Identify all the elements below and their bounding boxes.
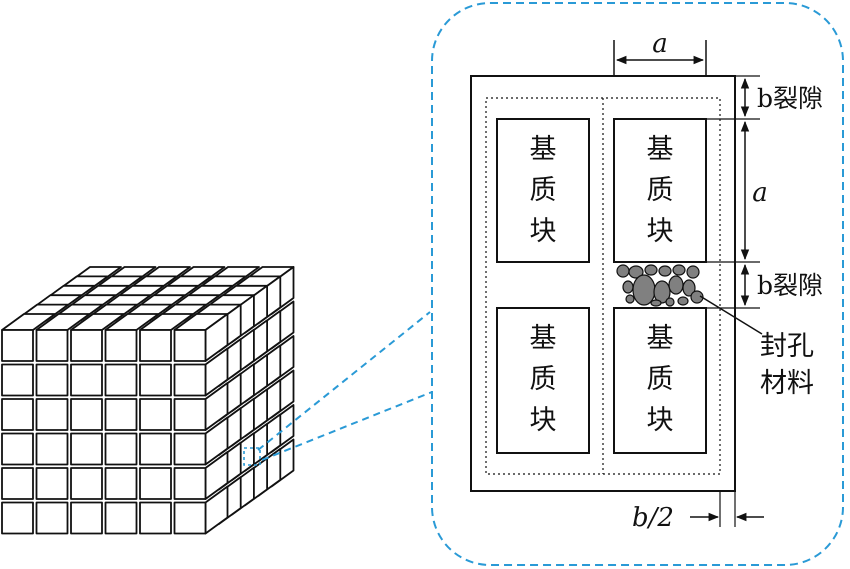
matrix-block-top-right: [613, 118, 707, 263]
cube-front-block: [173, 501, 207, 535]
cube-front-block: [139, 398, 172, 431]
cube-front-block: [173, 432, 207, 466]
dimension-b-half: b/2: [632, 491, 764, 533]
sealing-label-line-2: 材料: [760, 368, 814, 399]
cube-front-block: [1, 501, 34, 535]
cube-front-block: [35, 363, 69, 397]
block-label-line-3: 块: [530, 405, 557, 436]
dim-b-half-label: b/2: [632, 503, 674, 533]
block-label-line-2: 质: [647, 364, 674, 395]
block-label-line-3: 块: [530, 216, 557, 247]
block-label-line-3: 块: [647, 216, 674, 247]
cube-front-block: [35, 329, 69, 362]
cube-front-block: [35, 432, 69, 466]
cube-front-block: [139, 363, 172, 397]
dim-a-label-top: a: [652, 29, 668, 59]
dimension-a-horizontal: a: [613, 29, 707, 76]
dimension-right-vertical: b裂隙 a b裂隙: [706, 75, 823, 309]
block-label-line-2: 质: [530, 175, 557, 206]
detail-section: 基 质 块 基 质 块 基 质 块 基 质 块: [470, 29, 823, 533]
callout-lines: [243, 311, 433, 466]
cube-front-block: [139, 329, 172, 362]
dim-a-label-right: a: [752, 178, 768, 208]
sealing-material-callout: 封孔 材料: [699, 295, 814, 399]
matrix-block-top-left: [496, 118, 590, 263]
cube-front-block: [70, 329, 103, 362]
cube-front-block: [139, 432, 172, 466]
block-label-line-2: 质: [647, 175, 674, 206]
matrix-block-cube: [1, 266, 295, 535]
cube-front-block: [70, 501, 103, 535]
block-label-line-1: 基: [530, 134, 557, 165]
callout-source-box: [243, 447, 261, 466]
cube-front-block: [139, 501, 172, 535]
block-label-line-1: 基: [647, 323, 674, 354]
cube-front-block: [104, 467, 138, 500]
cube-front-block: [1, 329, 34, 362]
cube-front-block: [173, 363, 207, 397]
cube-front-block: [70, 398, 103, 431]
crack-label-middle: b裂隙: [757, 271, 823, 300]
cube-front-block: [1, 432, 34, 466]
block-label-line-3: 块: [647, 405, 674, 436]
cube-front-block: [104, 398, 138, 431]
sealing-material-particles: [616, 264, 704, 307]
cube-front-block: [1, 363, 34, 397]
callout-frame: [431, 2, 844, 566]
block-label-line-2: 质: [530, 364, 557, 395]
cube-front-block: [70, 432, 103, 466]
cube-front-block: [70, 467, 103, 500]
crack-label-top: b裂隙: [757, 84, 823, 113]
cube-front-block: [70, 363, 103, 397]
block-label-line-1: 基: [530, 323, 557, 354]
cube-front-block: [139, 467, 172, 500]
cube-front-block: [35, 501, 69, 535]
cube-front-block: [35, 398, 69, 431]
cube-front-block: [173, 398, 207, 431]
outer-boundary: [470, 75, 736, 492]
cube-front-block: [104, 363, 138, 397]
block-label-bottom-right: 基 质 块: [647, 323, 674, 436]
cube-front-block: [104, 501, 138, 535]
cube-front-block: [104, 329, 138, 362]
cube-front-block: [1, 467, 34, 500]
cube-front-block: [35, 467, 69, 500]
cube-front-block: [173, 329, 207, 362]
matrix-block-bottom-right: [613, 307, 707, 454]
block-label-line-1: 基: [647, 134, 674, 165]
matrix-block-bottom-left: [496, 307, 590, 454]
cube-front-block: [1, 398, 34, 431]
block-label-top-right: 基 质 块: [647, 134, 674, 247]
block-label-top-left: 基 质 块: [530, 134, 557, 247]
callout-line-lower: [261, 391, 433, 461]
block-label-bottom-left: 基 质 块: [530, 323, 557, 436]
sealing-label-line-1: 封孔: [760, 331, 814, 362]
cube-front-block: [104, 432, 138, 466]
callout-line-upper: [257, 311, 431, 451]
cube-front-block: [173, 467, 207, 500]
